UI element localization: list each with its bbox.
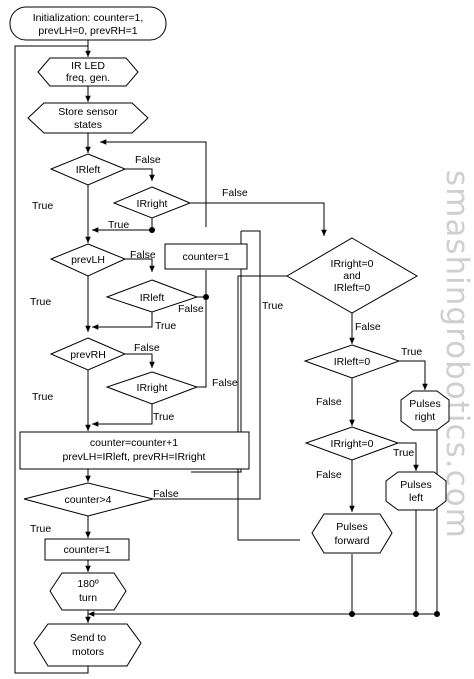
label-both-zero-true: True xyxy=(262,300,283,312)
edge-irright1-false xyxy=(190,202,327,236)
node-irleft-2: IRleft xyxy=(105,279,199,313)
node-irleft-1-label: IRleft xyxy=(76,164,101,176)
node-irright-2: IRright xyxy=(105,371,199,405)
node-both-zero-line1: IRright=0 xyxy=(331,258,374,270)
label-irleft-zero-false: False xyxy=(316,396,342,408)
node-store: Store sensor states xyxy=(27,102,149,134)
label-prevlh-true: True xyxy=(30,296,51,308)
label-irright2-false: False xyxy=(212,377,238,389)
edge-bothzero-true xyxy=(237,275,300,541)
edge-loop-back xyxy=(14,45,89,674)
node-init-line2: prevLH=0, prevRH=1 xyxy=(38,25,137,37)
node-irleft-2-label: IRleft xyxy=(140,292,165,304)
node-init: Initialization: counter=1, prevLH=0, pre… xyxy=(9,6,167,41)
label-irleft-zero-true: True xyxy=(401,346,422,358)
node-ir-led-line1: IR LED xyxy=(71,60,105,72)
label-prevlh-false: False xyxy=(130,249,156,261)
node-irright-1-label: IRright xyxy=(137,198,168,210)
node-irright-zero-label: IRright=0 xyxy=(331,438,374,450)
node-store-line1: Store sensor xyxy=(58,106,118,118)
node-pulses-right-line2: right xyxy=(415,411,436,423)
label-both-zero-false: False xyxy=(355,321,381,333)
edge-right-to-bothzero xyxy=(191,231,242,473)
node-update-line1: counter=counter+1 xyxy=(90,437,178,449)
label-counter-gt-false: False xyxy=(153,488,179,500)
node-counter-gt: counter>4 xyxy=(23,482,154,517)
node-pulses-forward-line1: Pulses xyxy=(336,521,368,533)
node-pulses-left-line1: Pulses xyxy=(400,479,432,491)
edge-join-top xyxy=(100,139,207,227)
label-irright1-true: True xyxy=(108,219,129,231)
node-init-line1: Initialization: counter=1, xyxy=(33,12,144,24)
node-pulses-right-line1: Pulses xyxy=(409,398,441,410)
node-send: Send to motors xyxy=(33,623,142,667)
label-irright-zero-false: False xyxy=(316,469,342,481)
node-irright-zero: IRright=0 xyxy=(304,426,400,461)
label-irleft2-false: False xyxy=(178,303,204,315)
node-both-zero: IRright=0 and IRleft=0 xyxy=(285,237,419,314)
label-irleft1-false: False xyxy=(135,154,161,166)
connectors xyxy=(14,40,438,674)
label-prevrh-false: False xyxy=(134,342,160,354)
node-irleft-zero: IRleft=0 xyxy=(303,344,401,379)
edge-right-down xyxy=(425,429,438,614)
node-pulses-forward: Pulses forward xyxy=(311,513,393,554)
node-send-line1: Send to xyxy=(70,632,106,644)
node-pulses-left-line2: left xyxy=(409,492,423,504)
node-counter-gt-label: counter>4 xyxy=(65,494,112,506)
node-send-line2: motors xyxy=(72,646,104,658)
node-irleft-zero-label: IRleft=0 xyxy=(334,356,371,368)
node-update: counter=counter+1 prevLH=IRleft, prevRH=… xyxy=(19,431,250,470)
edge-irright2-false xyxy=(197,297,207,388)
node-update-line2: prevLH=IRleft, prevRH=IRright xyxy=(63,451,206,463)
label-irright2-true: True xyxy=(153,411,174,423)
label-irleft2-true: True xyxy=(155,320,176,332)
edge-irleft2-true xyxy=(92,312,153,330)
node-irright-2-label: IRright xyxy=(137,382,168,394)
node-prevrh-label: prevRH xyxy=(70,349,106,361)
node-counter-reset-top-label: counter=1 xyxy=(183,251,230,263)
node-pulses-forward-line2: forward xyxy=(334,535,369,547)
node-pulses-right: Pulses right xyxy=(400,390,450,431)
edge-irleft1-false xyxy=(125,168,155,181)
edge-irright2-true xyxy=(92,404,153,427)
node-pulses-left: Pulses left xyxy=(385,471,447,511)
node-ir-led: IR LED freq. gen. xyxy=(37,57,139,87)
node-counter-reset-label: counter=1 xyxy=(64,544,111,556)
node-both-zero-line3: IRleft=0 xyxy=(334,282,371,294)
edge-prevrh-false xyxy=(125,353,155,368)
edge-irleftzero-true xyxy=(399,360,428,390)
node-counter-reset: counter=1 xyxy=(44,538,130,561)
node-ir-led-line2: freq. gen. xyxy=(66,72,110,84)
node-store-line2: states xyxy=(74,119,102,131)
label-irright1-false: False xyxy=(222,187,248,199)
node-counter-reset-top: counter=1 xyxy=(164,243,248,270)
node-prevrh: prevRH xyxy=(49,337,127,371)
junction-dots xyxy=(149,227,440,617)
label-counter-gt-true: True xyxy=(30,523,51,535)
node-turn-line1: 180º xyxy=(77,578,99,590)
node-turn: 180º turn xyxy=(49,572,127,611)
node-turn-line2: turn xyxy=(79,592,97,604)
node-irright-1: IRright xyxy=(112,186,192,219)
edge-labels: False True False True False True False T… xyxy=(30,154,422,535)
node-prevlh-label: prevLH xyxy=(71,254,105,266)
label-irright-zero-true: True xyxy=(393,447,414,459)
edge-irrightzero-true xyxy=(398,442,419,471)
watermark-text: smashingrobotics.com xyxy=(439,170,474,539)
label-prevrh-true: True xyxy=(32,391,53,403)
node-prevlh: prevLH xyxy=(49,243,127,277)
node-both-zero-line2: and xyxy=(343,270,361,282)
label-irleft1-true: True xyxy=(32,200,53,212)
edge-gt-false xyxy=(153,230,261,500)
edge-prevlh-false xyxy=(125,258,155,272)
node-irleft-1: IRleft xyxy=(49,153,127,186)
